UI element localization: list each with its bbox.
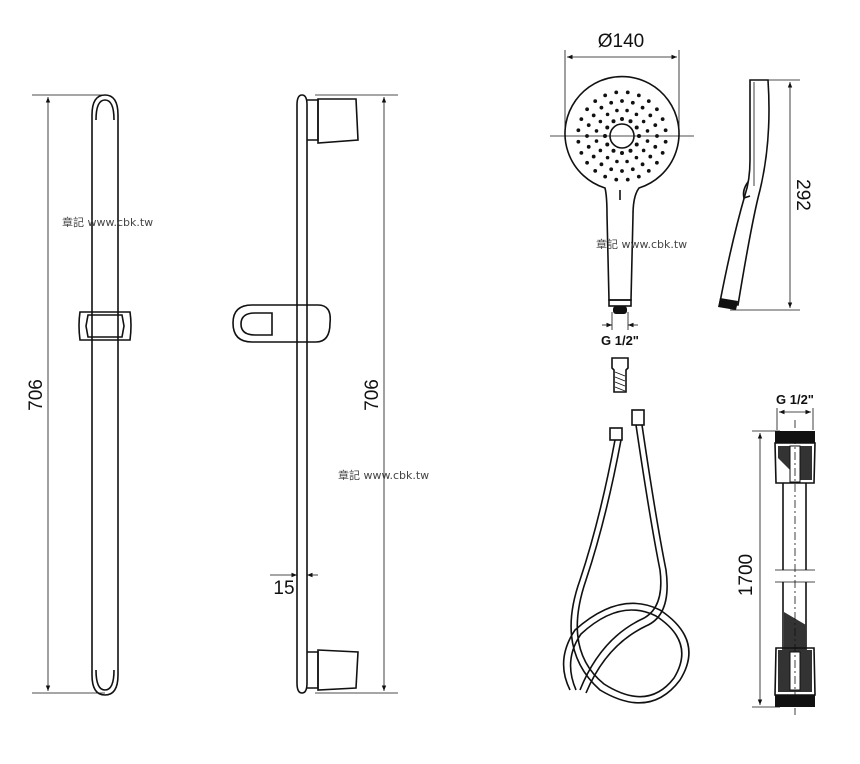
nozzle-dot (605, 112, 610, 117)
nozzle-dot (598, 148, 603, 153)
nozzle-dot (628, 119, 633, 124)
nozzle-dot (640, 105, 645, 110)
nozzle-dot (615, 108, 619, 113)
nozzle-dot (625, 159, 629, 164)
slider-front (78, 311, 132, 341)
nozzle-dot (630, 100, 635, 105)
nozzle-dot (625, 108, 629, 113)
nozzle-dot (634, 155, 639, 160)
hose-coil (562, 409, 690, 704)
nozzle-dot (646, 169, 651, 173)
nozzle-dot (655, 134, 659, 138)
nozzle-dot (634, 142, 639, 147)
spray-nozzles (576, 90, 668, 182)
nozzle-dot (620, 99, 624, 103)
nozzle-dot (614, 90, 619, 95)
offset-label: 15 (273, 578, 294, 599)
diameter-label: Ø140 (598, 31, 644, 52)
nozzle-dot (614, 177, 619, 182)
nozzle-dot (645, 129, 650, 133)
hand-shower-side-view: 292 (718, 79, 813, 311)
nozzle-dot (655, 107, 659, 112)
rail-front-view: 706 (26, 94, 132, 696)
watermark: 章記 www.cbk.tw (62, 215, 153, 229)
nozzle-dot (579, 117, 584, 122)
nozzle-dot (576, 128, 581, 133)
watermark: 章記 www.cbk.tw (338, 468, 429, 482)
nozzle-dot (585, 160, 589, 165)
nozzle-dot (605, 125, 610, 130)
nozzle-dot (591, 154, 596, 159)
nozzle-dot (625, 90, 630, 95)
nozzle-dot (605, 142, 610, 147)
hand-shower-front-view: Ø140 G 1/2" (550, 31, 694, 393)
nozzle-dot (645, 139, 650, 143)
bottom-bracket (317, 649, 359, 691)
slider-side (232, 304, 332, 343)
nozzle-dot (603, 174, 608, 179)
rail-side-view: 706 15 (232, 94, 398, 694)
nozzle-dot (655, 160, 659, 165)
nozzle-dot (648, 154, 653, 159)
nozzle-dot (636, 174, 641, 179)
watermark: 章記 www.cbk.tw (596, 237, 687, 251)
nozzle-dot (611, 119, 616, 124)
nozzle-dot (593, 99, 598, 103)
nozzle-dot (660, 117, 665, 122)
nozzle-dot (663, 128, 668, 133)
nozzle-dot (586, 144, 591, 149)
nozzle-dot (653, 123, 658, 128)
nozzle-dot (576, 139, 581, 144)
hose-section-view: G 1/2" 1700 (736, 392, 816, 715)
hose-length-label: 1700 (736, 554, 757, 596)
nozzle-dot (609, 100, 614, 105)
nozzle-dot (605, 155, 610, 160)
nozzle-dot (593, 169, 598, 173)
rail-side-height-label: 706 (362, 379, 383, 411)
nozzle-dot (663, 139, 668, 144)
nozzle-dot (646, 99, 651, 103)
nozzle-dot (620, 117, 624, 121)
nozzle-dot (591, 113, 596, 118)
rail-front-height-label: 706 (26, 379, 47, 411)
nozzle-dot (636, 93, 641, 98)
shower-height-label: 292 (792, 179, 813, 211)
nozzle-dot (599, 105, 604, 110)
top-bracket (317, 98, 359, 144)
nozzle-dot (625, 177, 630, 182)
nozzle-dot (611, 148, 616, 153)
nozzle-dot (615, 159, 619, 164)
nozzle-dot (628, 148, 633, 153)
nozzle-dot (630, 167, 635, 172)
hose-thread-label: G 1/2" (776, 392, 814, 407)
nozzle-dot (594, 129, 599, 133)
nozzle-dot (585, 134, 589, 138)
nozzle-dot (609, 167, 614, 172)
nozzle-dot (599, 162, 604, 167)
nozzle-dot (634, 125, 639, 130)
nozzle-dot (634, 112, 639, 117)
nozzle-dot (598, 119, 603, 124)
nozzle-dot (637, 134, 641, 138)
nozzle-dot (603, 93, 608, 98)
shower-thread-label: G 1/2" (601, 333, 639, 348)
nozzle-dot (579, 150, 584, 155)
nozzle-dot (641, 148, 646, 153)
nozzle-dot (620, 169, 624, 173)
nozzle-dot (641, 119, 646, 124)
nozzle-dot (585, 107, 589, 112)
hose-nut (611, 357, 629, 393)
nozzle-dot (586, 123, 591, 128)
nozzle-dot (653, 144, 658, 149)
nozzle-dot (640, 162, 645, 167)
nozzle-dot (660, 150, 665, 155)
nozzle-dot (594, 139, 599, 143)
nozzle-dot (620, 151, 624, 155)
nozzle-dot (648, 113, 653, 118)
nozzle-dot (603, 134, 607, 138)
